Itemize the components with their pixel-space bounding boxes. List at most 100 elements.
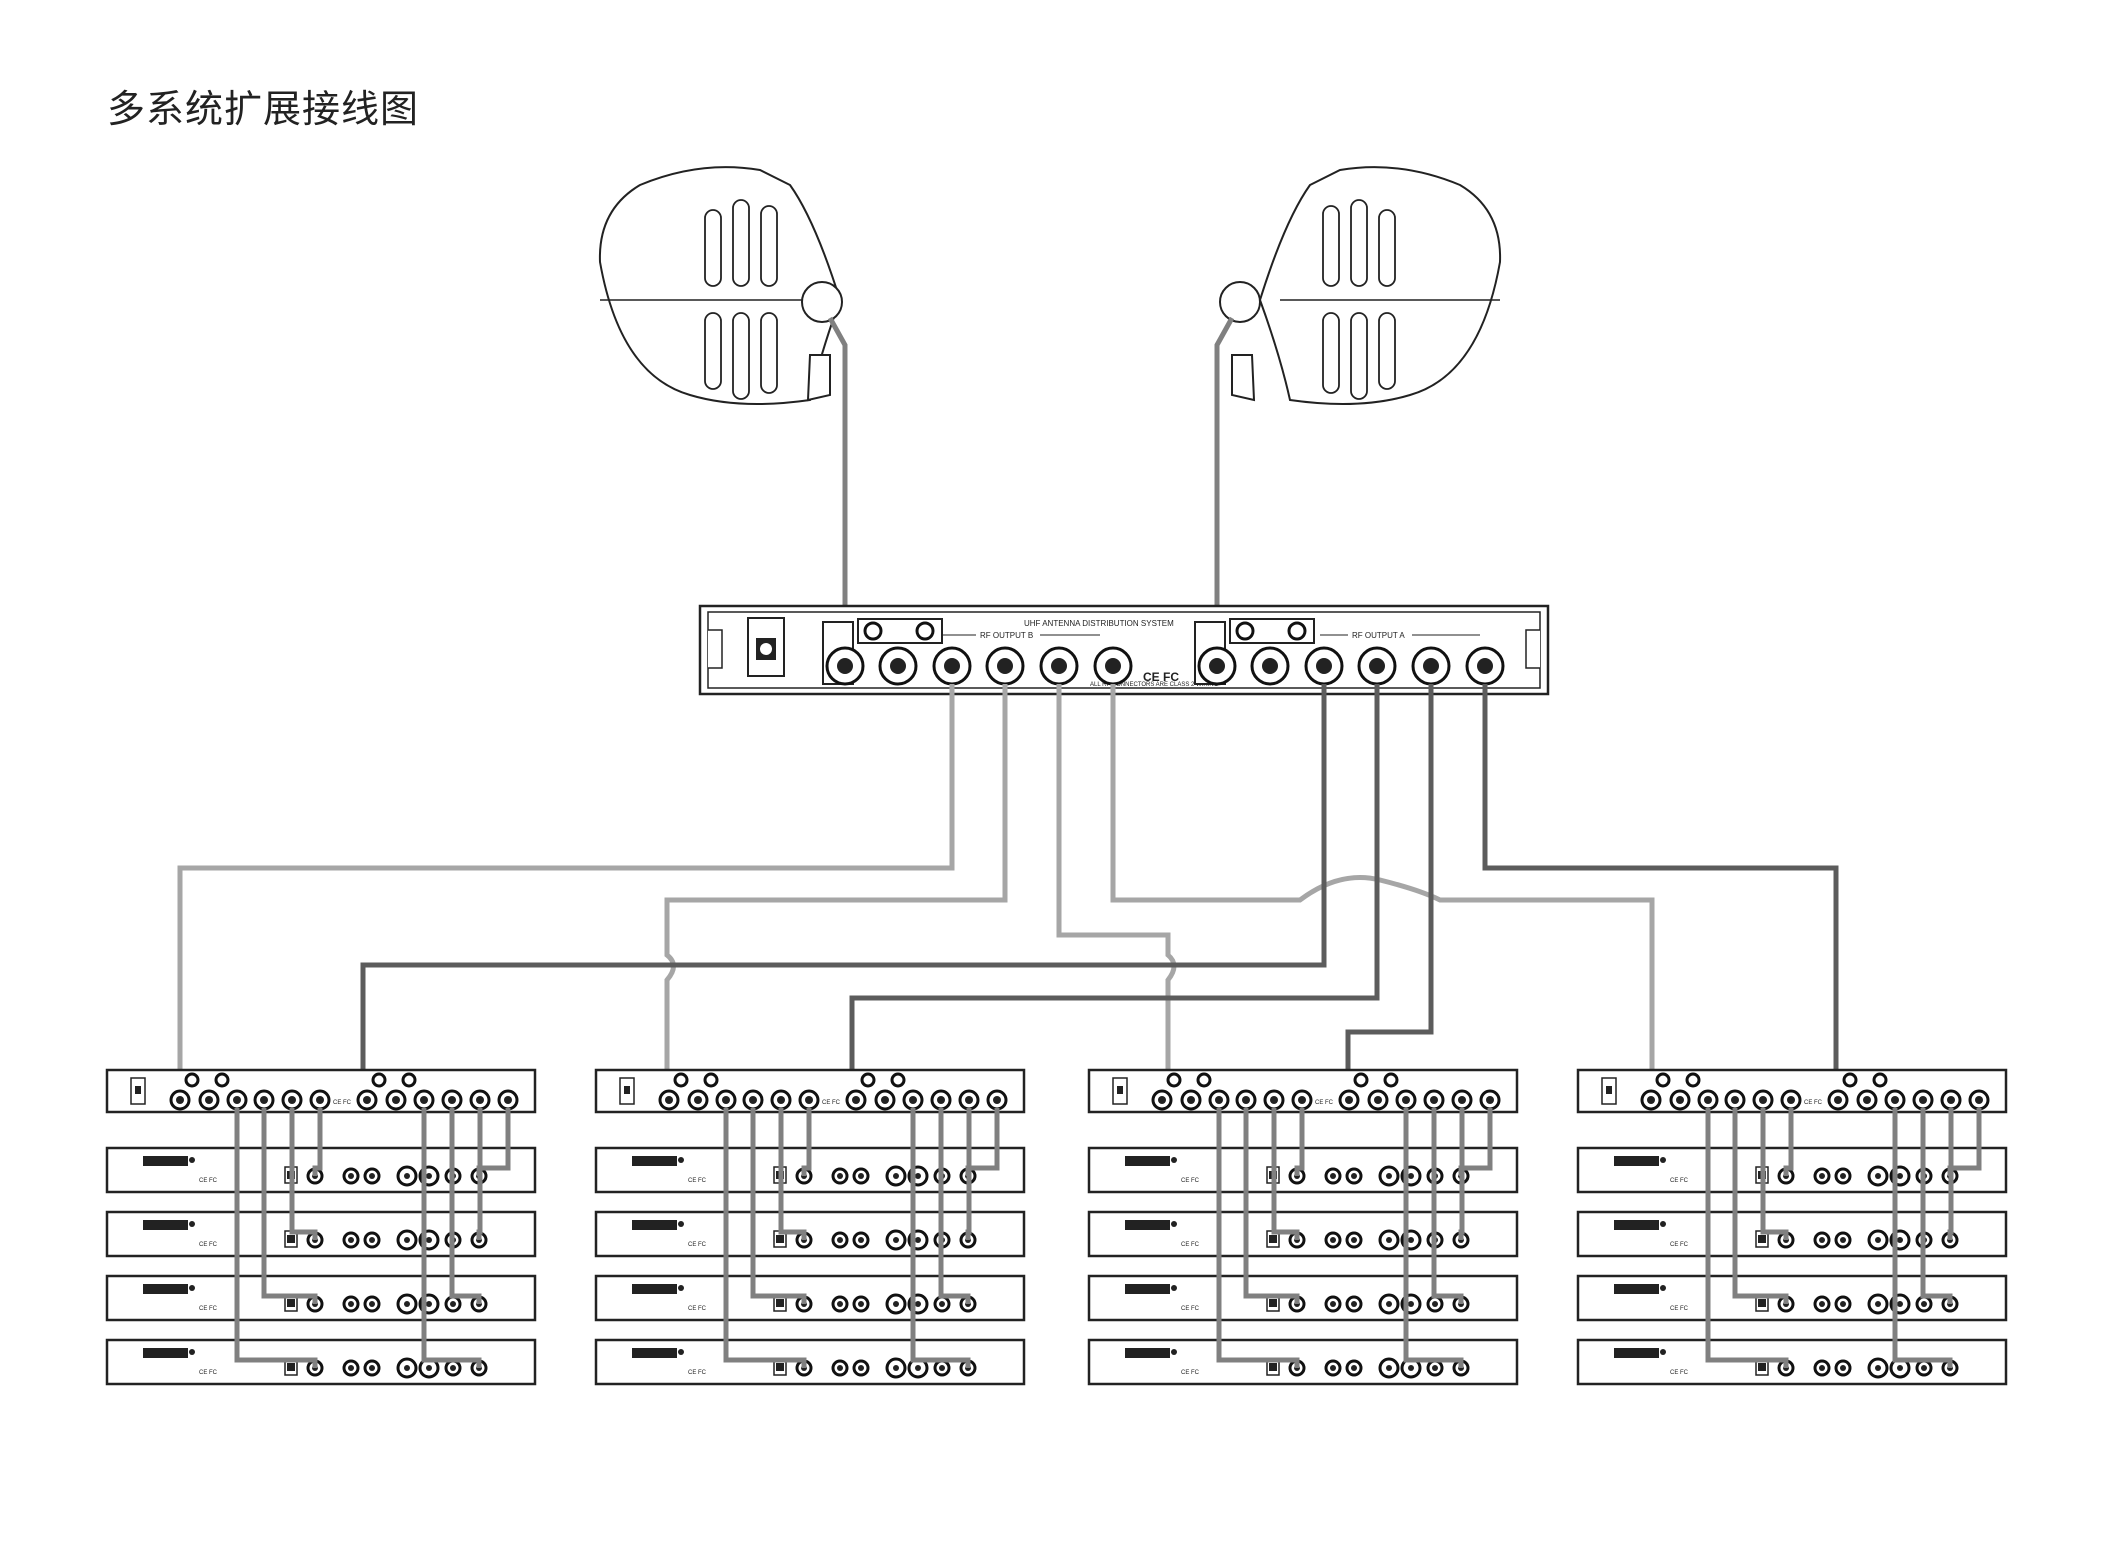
distributor-port-a3: [1357, 646, 1397, 686]
distributor-port-b2: [1039, 646, 1079, 686]
antenna-right-cable: [1214, 316, 1235, 655]
sub-distributor-port: [1451, 1089, 1473, 1111]
receiver-port: [396, 1357, 418, 1379]
receiver-port: [1867, 1165, 1889, 1187]
receiver-marks: CE FC: [1181, 1306, 1200, 1312]
receiver-port: [1324, 1295, 1342, 1313]
sub-distributor: CE FC: [1576, 1068, 2008, 1114]
receiver-marks: CE FC: [199, 1370, 218, 1376]
receiver-port: [396, 1293, 418, 1315]
receiver-port: [1324, 1231, 1342, 1249]
receiver-marks: CE FC: [688, 1242, 707, 1248]
distributor-port-a4: [1304, 646, 1344, 686]
receiver-port: [831, 1231, 849, 1249]
sub-distributor-port: [874, 1089, 896, 1111]
sub-distributor-port: [1968, 1089, 1990, 1111]
receiver-port: [1378, 1293, 1400, 1315]
distributor-port-b4: [932, 646, 972, 686]
distributor-port-b1: [1093, 646, 1133, 686]
receiver-port: [852, 1359, 870, 1377]
distributor-port-ant-b: [825, 646, 865, 686]
antenna-right: [1219, 166, 1502, 405]
receiver-port: [1345, 1359, 1363, 1377]
receiver-port: [1813, 1231, 1831, 1249]
sub-distributor-port: [1180, 1089, 1202, 1111]
receiver-port: [363, 1295, 381, 1313]
sub-distributor-port: [441, 1089, 463, 1111]
receiver-port: [852, 1231, 870, 1249]
receiver-port: [1915, 1295, 1933, 1313]
receiver-port: [396, 1229, 418, 1251]
sub-distributor-port: [1423, 1089, 1445, 1111]
distributor-port-thru-a: [1250, 646, 1290, 686]
receiver-port: [852, 1295, 870, 1313]
receiver-port: [885, 1293, 907, 1315]
sub-distributor-port: [413, 1089, 435, 1111]
receiver-port: [1813, 1295, 1831, 1313]
sub-distributor-port: [309, 1089, 331, 1111]
receiver-port: [831, 1359, 849, 1377]
distributor-header: UHF ANTENNA DISTRIBUTION SYSTEM: [1024, 619, 1174, 628]
distributor-marks: CE FC: [1143, 670, 1179, 684]
receiver-marks: CE FC: [1670, 1370, 1689, 1376]
receiver-port: [342, 1295, 360, 1313]
receiver-marks: CE FC: [199, 1242, 218, 1248]
receiver-port: [1324, 1167, 1342, 1185]
receiver-unit: CE FC: [1576, 1338, 2008, 1386]
receiver-port: [1324, 1359, 1342, 1377]
cascade-cables: [723, 1108, 1000, 1368]
receiver-port: [342, 1167, 360, 1185]
sub-distributor-port: [1338, 1089, 1360, 1111]
receiver-port: [831, 1167, 849, 1185]
receiver-marks: CE FC: [688, 1370, 707, 1376]
receiver-port: [1345, 1167, 1363, 1185]
receiver-marks: CE FC: [1670, 1242, 1689, 1248]
receiver-unit: CE FC: [105, 1210, 537, 1258]
receiver-port: [1834, 1167, 1852, 1185]
sub-distributor-port: [1395, 1089, 1417, 1111]
receiver-port: [1867, 1293, 1889, 1315]
sub-distributor-port: [1884, 1089, 1906, 1111]
distribution-cables: [177, 684, 1839, 1085]
distributor-port-a2: [1411, 646, 1451, 686]
cascade-cables: [1216, 1108, 1493, 1368]
receiver-port: [342, 1231, 360, 1249]
sub-distributor-port: [687, 1089, 709, 1111]
receiver-marks: CE FC: [1181, 1178, 1200, 1184]
receiver-port: [444, 1295, 462, 1313]
sub-distributor-marks: CE FC: [1315, 1100, 1334, 1106]
receiver-marks: CE FC: [1670, 1178, 1689, 1184]
expansion-groups: CE FC CE FC CE FC CE FC CE FC CE FC CE FC CE FC…: [105, 1068, 2008, 1386]
distributor-port-b3: [985, 646, 1025, 686]
sub-distributor-port: [169, 1089, 191, 1111]
output-b-label: RF OUTPUT B: [980, 631, 1033, 640]
sub-distributor-port: [1912, 1089, 1934, 1111]
receiver-port: [1867, 1229, 1889, 1251]
receiver-marks: CE FC: [1181, 1242, 1200, 1248]
receiver-port: [342, 1359, 360, 1377]
sub-distributor-port: [742, 1089, 764, 1111]
sub-distributor-port: [958, 1089, 980, 1111]
receiver-unit: CE FC: [1087, 1210, 1519, 1258]
antenna-left: [598, 166, 843, 405]
receiver-port: [1378, 1357, 1400, 1379]
receiver-marks: CE FC: [688, 1306, 707, 1312]
sub-distributor-port: [845, 1089, 867, 1111]
distributor-subtext: ALL RF CONNECTORS ARE CLASS 2 WIRING: [1090, 682, 1219, 688]
sub-distributor-port: [253, 1089, 275, 1111]
sub-distributor-port: [497, 1089, 519, 1111]
sub-distributor-port: [1479, 1089, 1501, 1111]
receiver-unit: CE FC: [1087, 1274, 1519, 1322]
receiver-port: [1834, 1231, 1852, 1249]
sub-distributor-port: [986, 1089, 1008, 1111]
sub-distributor-marks: CE FC: [333, 1100, 352, 1106]
sub-distributor-port: [902, 1089, 924, 1111]
sub-distributor-marks: CE FC: [822, 1100, 841, 1106]
output-a-label: RF OUTPUT A: [1352, 631, 1405, 640]
receiver-marks: CE FC: [199, 1178, 218, 1184]
receiver-port: [885, 1357, 907, 1379]
